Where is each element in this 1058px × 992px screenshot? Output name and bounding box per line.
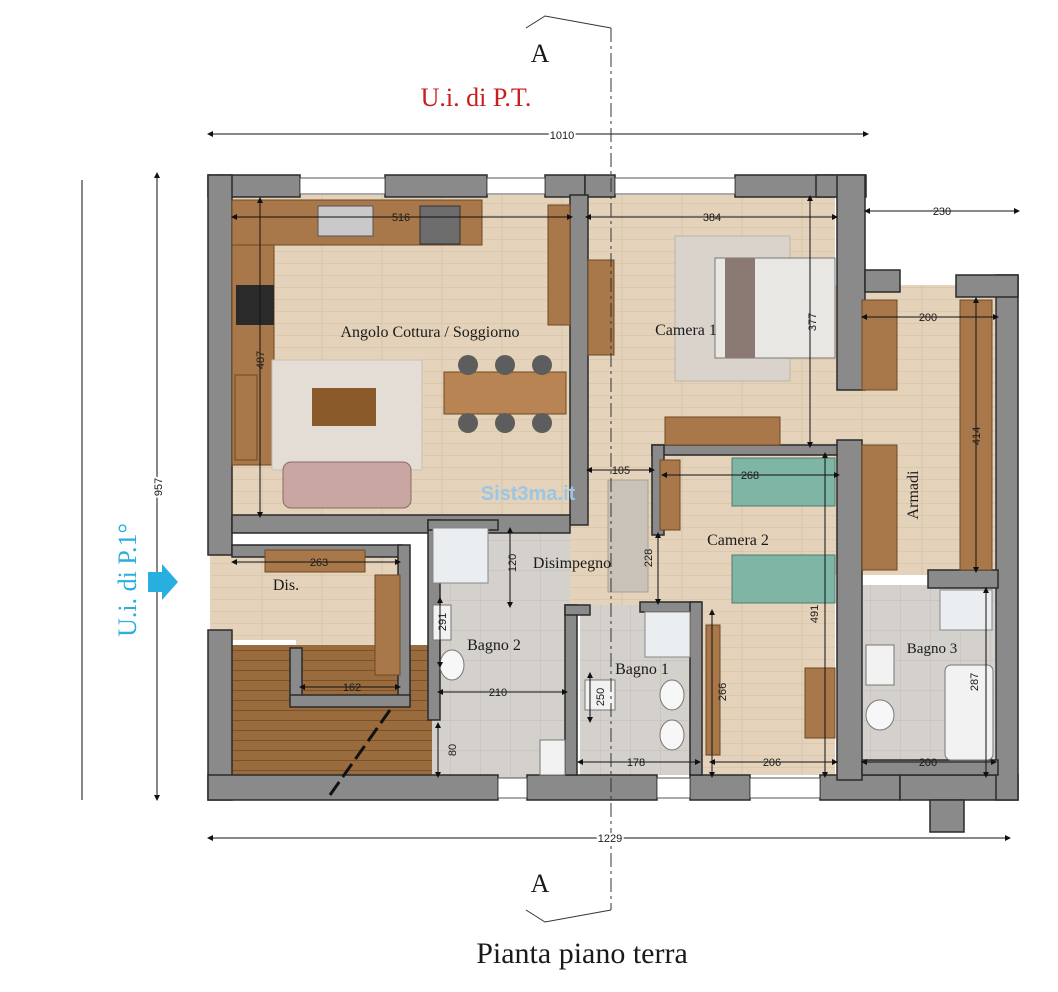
dim-studio-width: 206 — [763, 757, 781, 769]
dim-armadi-height: 414 — [971, 427, 983, 445]
chair-icon — [495, 413, 515, 433]
dimension-lines — [81, 131, 1020, 841]
dim-disimpegno-h1: 120 — [507, 554, 519, 572]
dim-armadi-width: 200 — [919, 312, 937, 324]
dim-bagno3-width: 200 — [919, 757, 937, 769]
toilet-icon — [659, 679, 685, 711]
single-bed-icon — [731, 554, 836, 604]
shower-icon — [939, 589, 993, 631]
room-label-camera1: Camera 1 — [655, 322, 717, 339]
room-label-camera2: Camera 2 — [707, 532, 769, 549]
room-label-bagno2: Bagno 2 — [467, 637, 521, 654]
dim-camera1-width: 384 — [703, 212, 721, 224]
section-line — [525, 15, 612, 923]
toilet-icon — [439, 649, 465, 681]
plan-title: Pianta piano terra — [476, 937, 688, 970]
room-label-bagno1: Bagno 1 — [615, 661, 669, 678]
dim-disimpegno-h2: 228 — [643, 549, 655, 567]
sink-icon — [865, 644, 895, 686]
dresser-right — [861, 299, 898, 391]
unit-first-label: U.i. di P.1° — [113, 523, 142, 637]
shower-icon — [432, 527, 489, 584]
chair-icon — [495, 355, 515, 375]
room-label-bagno3: Bagno 3 — [907, 641, 957, 657]
dim-living-height: 487 — [255, 351, 267, 369]
unit-ground-label: U.i. di P.T. — [421, 83, 532, 112]
dim-overall-top: 1010 — [550, 130, 574, 142]
dim-bagno1-height: 250 — [595, 688, 607, 706]
stair-cut-line — [328, 709, 392, 796]
chair-icon — [458, 413, 478, 433]
room-label-disimpegno: Disimpegno — [533, 555, 611, 572]
dim-camera2-height: 491 — [809, 605, 821, 623]
dim-dis-inner: 162 — [343, 682, 361, 694]
single-bed-icon — [731, 457, 836, 507]
stove-icon — [236, 285, 274, 325]
watermark: Sist3ma.it — [481, 483, 576, 505]
room-label-dis: Dis. — [273, 577, 299, 594]
chair-icon — [532, 413, 552, 433]
dim-bagno3-height: 287 — [969, 673, 981, 691]
hallway-rug — [607, 479, 649, 593]
section-marker-bottom: A — [531, 869, 550, 898]
desk-icon — [804, 667, 836, 739]
washer-icon — [539, 739, 566, 776]
section-marker-top: A — [531, 39, 550, 68]
living-cabinet — [547, 204, 571, 326]
dim-bagno1-width: 178 — [627, 757, 645, 769]
dresser-camera1 — [664, 416, 781, 446]
sofa-icon — [282, 461, 412, 509]
entrance-arrow-icon — [148, 564, 178, 600]
dim-camera2-width: 268 — [741, 470, 759, 482]
wardrobe-armadi-2 — [861, 444, 898, 571]
toilet-icon — [659, 719, 685, 751]
chair-icon — [532, 355, 552, 375]
windows — [299, 177, 821, 799]
tv-unit — [234, 374, 258, 461]
dim-overall-left: 957 — [153, 478, 165, 496]
shower-icon — [644, 611, 691, 658]
fridge-icon — [419, 205, 461, 245]
dim-overall-bottom: 1229 — [598, 833, 622, 845]
room-label-armadi: Armadi — [905, 470, 922, 519]
wardrobe-camera2 — [659, 459, 681, 531]
toilet-icon — [865, 699, 895, 731]
coffee-table — [312, 388, 376, 426]
dimension-labels: 1010 1229 957 516 487 384 377 230 200 41… — [151, 128, 983, 847]
dim-bagno2-height: 291 — [437, 613, 449, 631]
sink-icon — [317, 205, 374, 237]
dim-studio-height: 266 — [717, 683, 729, 701]
dim-right-top: 230 — [933, 206, 951, 218]
coat-stand-icon — [374, 574, 401, 676]
dim-bagno2-width: 210 — [489, 687, 507, 699]
bed-blanket — [725, 258, 755, 358]
room-label-living: Angolo Cottura / Soggiorno — [340, 324, 519, 341]
dim-disimpegno-width: 105 — [612, 465, 630, 477]
dim-dis-width: 263 — [310, 557, 328, 569]
wardrobe-camera1 — [587, 259, 615, 356]
chair-icon — [458, 355, 478, 375]
dim-living-width: 516 — [392, 212, 410, 224]
dim-stair-height: 80 — [447, 744, 459, 756]
dim-camera1-height: 377 — [807, 313, 819, 331]
dining-table — [443, 371, 567, 415]
